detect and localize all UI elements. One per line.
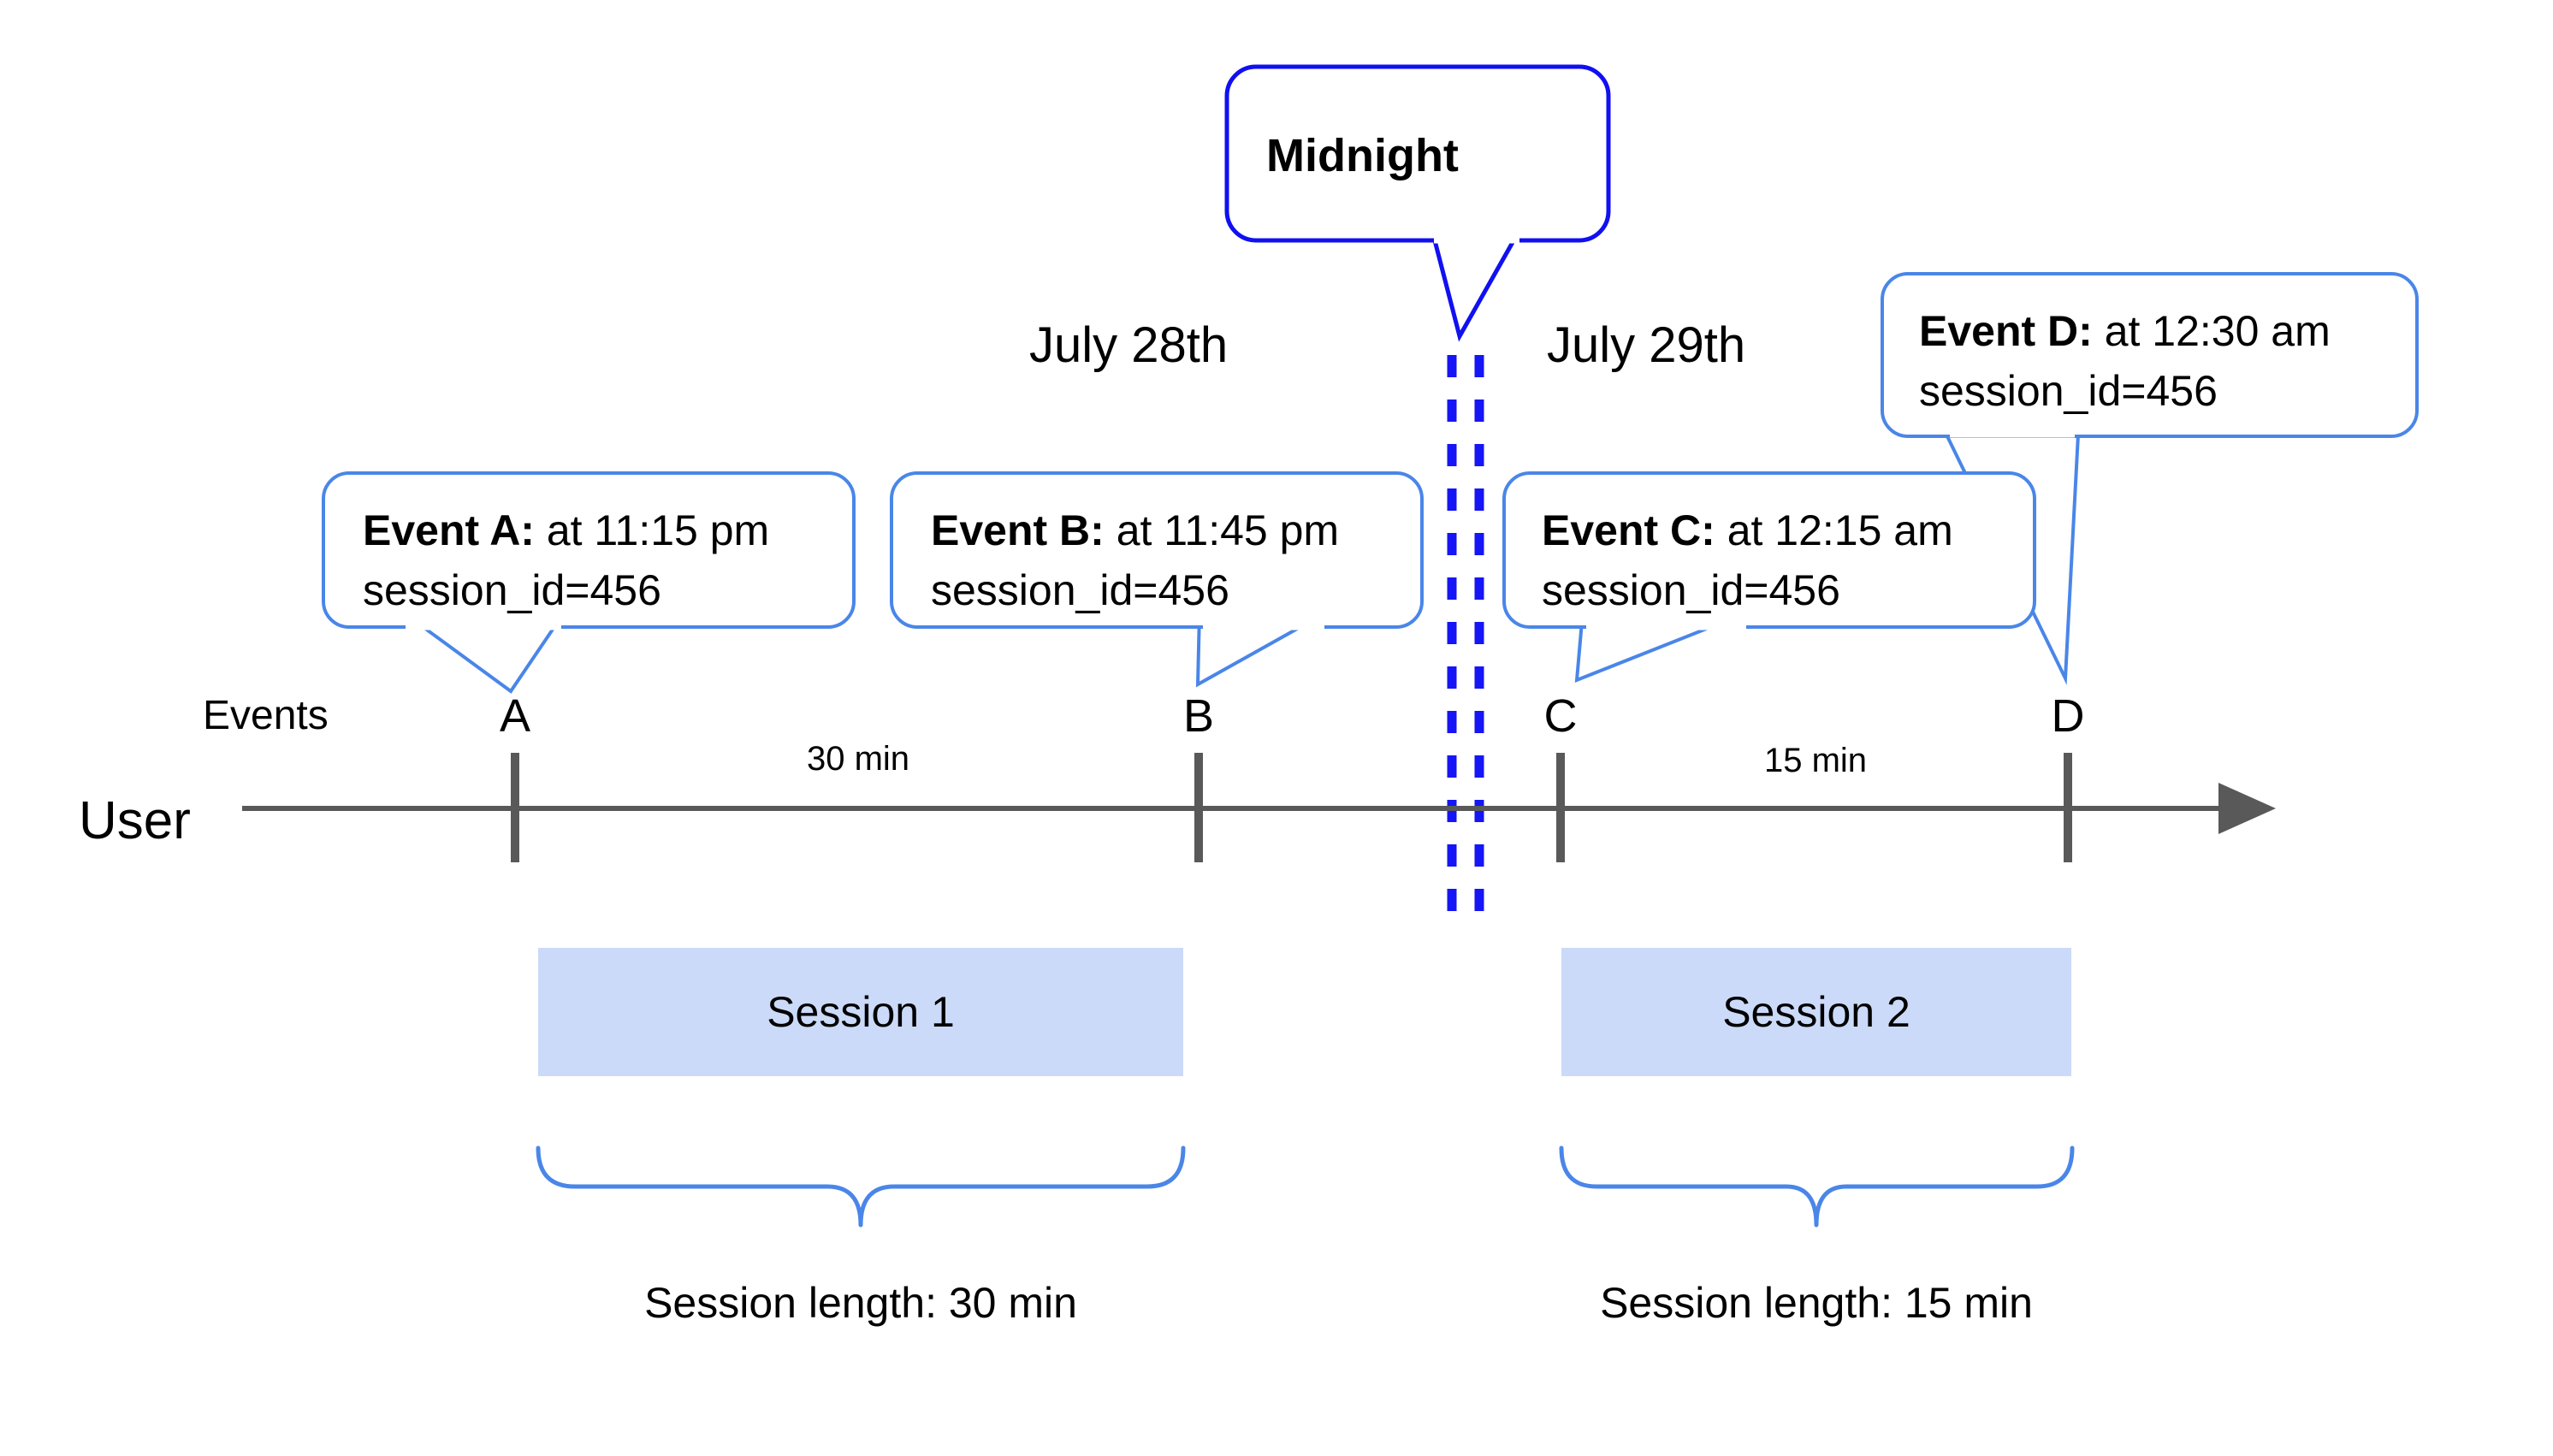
session-1-label: Session 1 <box>767 988 955 1036</box>
event-d-detail: at 12:30 am <box>2093 307 2331 355</box>
user-lane-label: User <box>79 791 191 850</box>
session-2-bar <box>1561 948 2071 1076</box>
midnight-label: Midnight <box>1266 130 1459 181</box>
event-marker-b: B <box>1183 690 1214 742</box>
session-2-length-label: Session length: 15 min <box>1600 1279 2033 1327</box>
event-a-detail: at 11:15 pm <box>535 506 769 554</box>
event-marker-c: C <box>1544 690 1578 742</box>
session-2-brace <box>1559 1145 2075 1228</box>
event-b-callout-line1: Event B: at 11:45 pm <box>931 506 1339 554</box>
event-b-detail: at 11:45 pm <box>1105 506 1339 554</box>
event-c-callout-box <box>1502 471 2036 629</box>
event-d-callout-line2: session_id=456 <box>1919 367 2218 415</box>
duration-label-2: 15 min <box>1764 742 1867 779</box>
duration-label-1: 30 min <box>807 740 909 778</box>
event-a-callout-box <box>322 471 856 629</box>
event-marker-d: D <box>2052 690 2085 742</box>
event-d-callout-box <box>1881 272 2419 438</box>
event-c-callout-line2: session_id=456 <box>1542 566 1840 614</box>
session-1-brace <box>536 1145 1186 1228</box>
date-label-left: July 28th <box>1029 317 1228 373</box>
midnight-callout-box <box>1224 64 1611 243</box>
event-a-bold-prefix: Event A: <box>363 506 535 554</box>
event-d-callout-line1: Event D: at 12:30 am <box>1919 307 2331 355</box>
event-b-callout-line2: session_id=456 <box>931 566 1229 614</box>
event-c-bold-prefix: Event C: <box>1542 506 1715 554</box>
timeline-arrowhead <box>2218 783 2276 834</box>
event-a-callout-line1: Event A: at 11:15 pm <box>363 506 769 554</box>
session-2-label: Session 2 <box>1722 988 1910 1036</box>
events-lane-label: Events <box>203 693 329 738</box>
session-1-length-label: Session length: 30 min <box>644 1279 1077 1327</box>
event-c-detail: at 12:15 am <box>1715 506 1953 554</box>
event-a-callout-line2: session_id=456 <box>363 566 661 614</box>
event-b-bold-prefix: Event B: <box>931 506 1105 554</box>
event-c-callout-line1: Event C: at 12:15 am <box>1542 506 1953 554</box>
event-d-bold-prefix: Event D: <box>1919 307 2093 355</box>
date-label-right: July 29th <box>1547 317 1745 373</box>
event-b-callout-box <box>890 471 1424 629</box>
session-1-bar <box>538 948 1183 1076</box>
event-marker-a: A <box>500 690 530 742</box>
